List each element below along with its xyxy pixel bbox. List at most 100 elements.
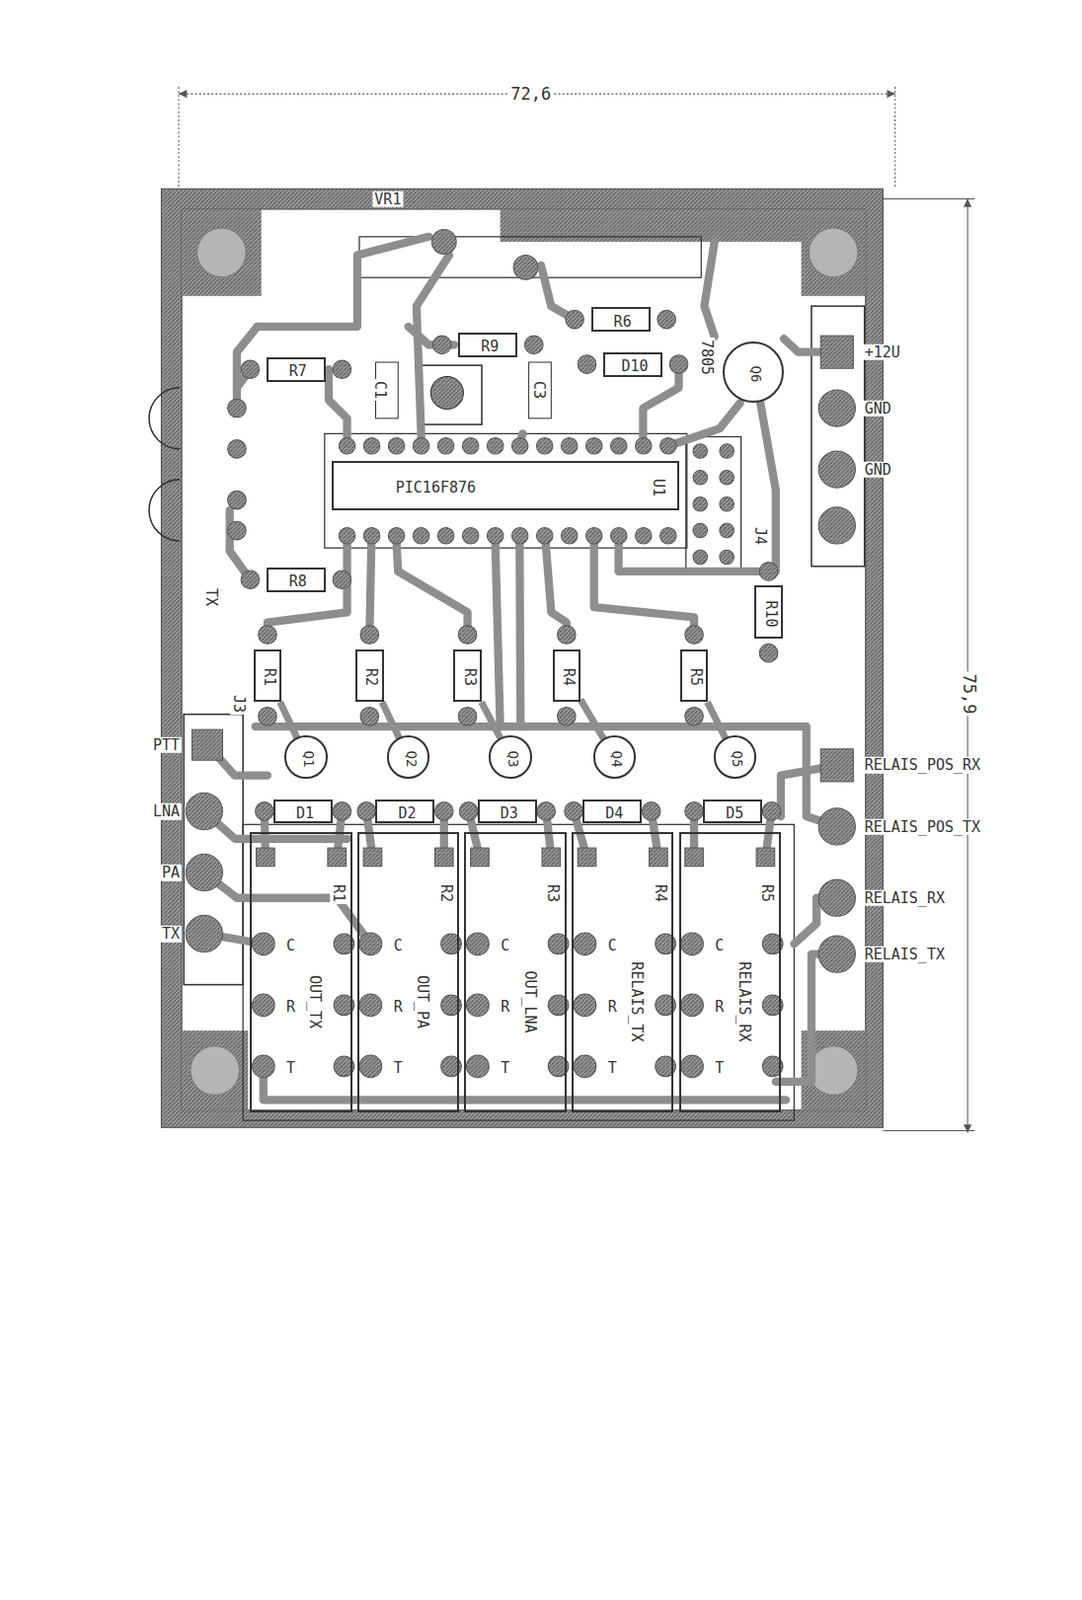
square-pad <box>649 848 669 867</box>
copper-trace <box>703 241 714 337</box>
solder-pad <box>719 523 734 538</box>
transistor-symbol: Q5 <box>713 735 757 778</box>
solder-pad <box>359 932 383 956</box>
solder-pad <box>719 444 734 459</box>
trimmer-knob <box>430 376 464 409</box>
solder-pad <box>759 643 778 663</box>
component-name: R1 <box>330 882 348 905</box>
dimension-extension <box>177 86 179 189</box>
square-pad <box>191 729 223 761</box>
solder-pad <box>681 932 704 956</box>
solder-pad <box>681 994 704 1017</box>
square-pad <box>685 848 704 867</box>
solder-pad <box>685 802 704 822</box>
square-pad-group <box>191 335 853 867</box>
copper-trace <box>369 536 372 635</box>
board-frame <box>160 188 883 1128</box>
solder-pad <box>437 527 455 544</box>
copper-trace-connector <box>382 701 399 738</box>
led-outline <box>149 387 180 450</box>
solder-pad <box>635 527 653 544</box>
pin-label: R <box>712 999 726 1016</box>
copper-trace <box>519 536 521 727</box>
transistor-symbol: Q1 <box>284 735 327 778</box>
component-box: R6 <box>591 307 651 332</box>
relay-frame <box>242 824 794 1121</box>
component-box: D2 <box>375 799 435 825</box>
component-name: R1 <box>261 668 279 687</box>
component-name: R2 <box>363 668 381 687</box>
component-name: R3 <box>461 668 478 687</box>
solder-pad <box>759 562 778 582</box>
pin-label: T <box>712 1060 726 1078</box>
solder-pad <box>486 527 504 544</box>
solder-pad <box>560 527 578 544</box>
pin-label: R <box>498 999 512 1016</box>
square-pad <box>541 848 561 867</box>
solder-pad <box>458 706 477 726</box>
solder-pad <box>258 625 278 645</box>
solder-pad <box>387 438 405 456</box>
relay-footprint: R2CRTOUT_PA <box>357 832 460 1113</box>
solder-pad <box>251 1055 275 1079</box>
solder-pad <box>431 230 457 255</box>
chip-outline <box>324 433 688 548</box>
signal-name: TX <box>203 586 221 609</box>
component-name: D2 <box>397 805 416 823</box>
signal-name: RELAIS_TX <box>862 946 947 964</box>
solder-pad <box>228 440 247 460</box>
part-name: J4 <box>752 525 770 547</box>
component-box: D3 <box>477 799 538 825</box>
component-name: R10 <box>762 601 779 628</box>
solder-pad <box>437 438 455 456</box>
solder-pad <box>360 706 380 726</box>
solder-pad <box>635 438 653 456</box>
solder-pad <box>719 496 734 511</box>
component-name: R4 <box>560 668 578 687</box>
transistor-name: Q1 <box>300 749 315 771</box>
solder-pad <box>255 802 275 822</box>
part-name: C3 <box>531 379 548 401</box>
solder-pad <box>240 360 260 380</box>
solder-pad <box>573 932 597 956</box>
solder-pad <box>332 802 352 822</box>
component-box: R3 <box>453 649 482 703</box>
transistor-symbol: Q4 <box>593 735 636 778</box>
solder-pad <box>332 570 352 590</box>
copper-trace-connector <box>280 701 298 738</box>
solder-pad <box>577 355 597 375</box>
solder-pad <box>573 1055 597 1079</box>
solder-pad <box>611 438 628 456</box>
pin-label: C <box>391 937 405 955</box>
component-box: D1 <box>273 799 333 825</box>
solder-pad <box>818 451 855 488</box>
component-box: D5 <box>702 799 763 825</box>
pin-label: C <box>606 937 619 955</box>
solder-pad <box>466 932 490 956</box>
trace-group <box>204 236 838 1101</box>
pin-label: RELAIS_TX <box>628 960 646 1045</box>
signal-name: TX <box>159 926 182 943</box>
relay-footprint: R4CRTRELAIS_TX <box>571 832 674 1113</box>
solder-pad <box>434 802 454 822</box>
led-outline <box>149 479 180 541</box>
mounting-pad <box>181 1030 248 1111</box>
capacitor-body <box>529 362 552 419</box>
copper-trace <box>668 402 740 446</box>
solder-pad <box>818 389 855 427</box>
dimension-value: 72,6 <box>508 84 553 104</box>
pad-group <box>185 230 855 1079</box>
solder-pad <box>536 438 553 456</box>
solder-pad <box>458 625 477 645</box>
part-name: VR1 <box>372 190 403 208</box>
solder-pad <box>669 355 689 375</box>
part-name: 7805 <box>697 337 715 378</box>
square-pad <box>820 749 853 782</box>
transistor-name: Q5 <box>729 749 745 771</box>
dimension-line <box>967 199 969 1134</box>
solder-pad <box>693 523 707 538</box>
mounting-hole <box>808 1046 858 1096</box>
dimension-value: 75,9 <box>960 672 980 717</box>
